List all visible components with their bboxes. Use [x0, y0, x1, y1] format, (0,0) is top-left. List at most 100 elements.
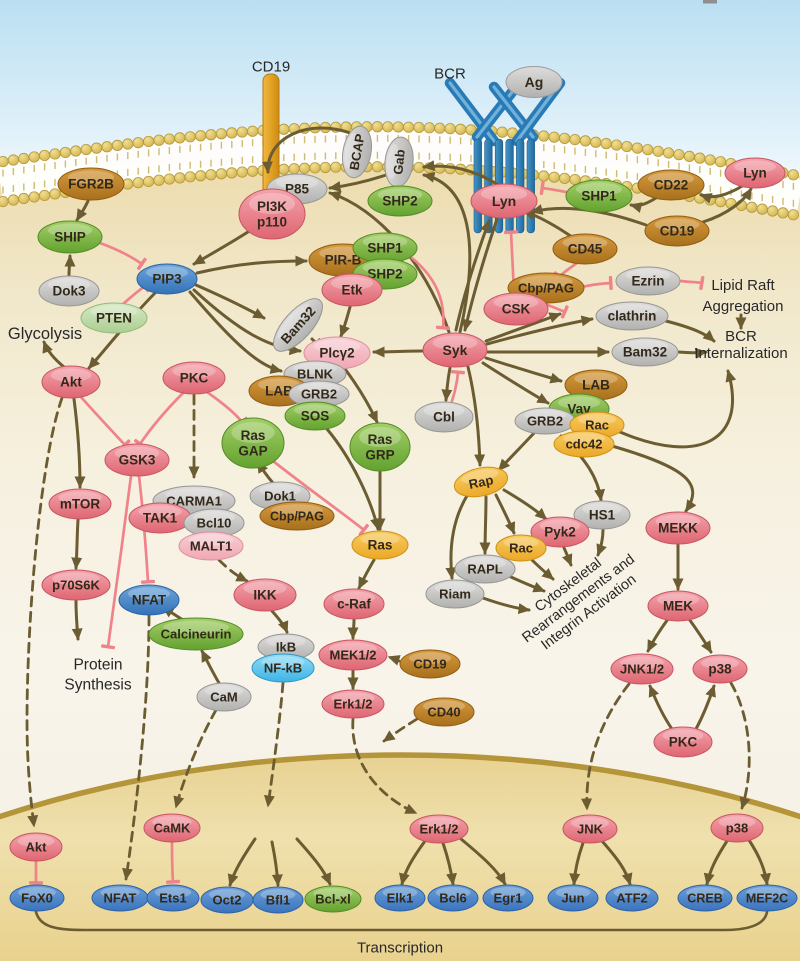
node-cdc42[interactable]: cdc42 — [553, 430, 615, 458]
node-clathrin[interactable]: clathrin — [595, 301, 669, 331]
node-p70s6k[interactable]: p70S6K — [41, 569, 111, 601]
node-calcineurin[interactable]: Calcineurin — [148, 617, 244, 651]
node-ikb[interactable]: IkB — [257, 633, 315, 661]
node-grb2-left[interactable]: GRB2 — [288, 380, 350, 408]
node-camk[interactable]: CaMK — [143, 813, 201, 843]
node-oct2[interactable]: Oct2 — [200, 886, 254, 914]
node-sos[interactable]: SOS — [284, 401, 346, 431]
node-hs1[interactable]: HS1 — [573, 500, 631, 530]
node-mekk[interactable]: MEKK — [645, 511, 711, 545]
node-nfat-nuc[interactable]: NFAT — [91, 884, 149, 912]
node-etk[interactable]: Etk — [321, 273, 383, 307]
node-rac-mid[interactable]: Rac — [495, 534, 547, 562]
node-cam[interactable]: CaM — [196, 682, 252, 712]
node-lyn-right[interactable]: Lyn — [724, 157, 786, 189]
node-label-gsk3: GSK3 — [119, 453, 156, 468]
node-akt-nuc[interactable]: Akt — [9, 832, 63, 862]
node-mek12[interactable]: MEK1/2 — [318, 639, 388, 671]
node-bfl1[interactable]: Bfl1 — [252, 886, 304, 914]
node-ras[interactable]: Ras — [351, 530, 409, 560]
node-akt[interactable]: Akt — [41, 365, 101, 399]
edge-ikk-to-ikb — [270, 609, 289, 634]
node-p38-cyto[interactable]: p38 — [692, 654, 748, 684]
node-label-grb2-left: GRB2 — [301, 387, 337, 402]
node-cd22[interactable]: CD22 — [637, 169, 705, 201]
node-label-ras: Ras — [368, 538, 393, 553]
node-bcl6[interactable]: Bcl6 — [427, 884, 479, 912]
edge-etk-to-plcg2 — [339, 305, 352, 338]
node-csk[interactable]: CSK — [483, 292, 549, 326]
node-label-tak1: TAK1 — [143, 511, 178, 526]
node-erk12-cyto[interactable]: Erk1/2 — [321, 689, 385, 719]
node-jnk12[interactable]: JNK1/2 — [610, 653, 674, 685]
node-jun[interactable]: Jun — [547, 884, 599, 912]
node-label-shp2-mid: SHP2 — [367, 267, 402, 282]
node-pkc[interactable]: PKC — [162, 361, 226, 395]
node-nfkb-cyto[interactable]: NF-kB — [251, 653, 315, 683]
node-cbppag-mid[interactable]: Cbp/PAG — [259, 501, 335, 531]
node-jnk-nuc[interactable]: JNK — [562, 814, 618, 844]
node-erk12-nuc[interactable]: Erk1/2 — [409, 814, 469, 844]
node-fox0[interactable]: FoX0 — [9, 884, 65, 912]
node-bam32-right[interactable]: Bam32 — [611, 337, 679, 367]
node-cd45[interactable]: CD45 — [552, 233, 618, 265]
node-atf2[interactable]: ATF2 — [605, 884, 659, 912]
node-fgr2b[interactable]: FGR2B — [57, 167, 125, 201]
node-pkc-right[interactable]: PKC — [653, 726, 713, 758]
node-cd40[interactable]: CD40 — [413, 697, 475, 727]
node-creb[interactable]: CREB — [677, 884, 733, 912]
node-rap[interactable]: Rap — [452, 463, 511, 502]
node-p38-nuc[interactable]: p38 — [710, 813, 764, 843]
node-pten[interactable]: PTEN — [80, 302, 148, 334]
node-label-calcineurin: Calcineurin — [161, 627, 232, 642]
node-grb2-right[interactable]: GRB2 — [514, 407, 576, 435]
node-mtor[interactable]: mTOR — [48, 488, 112, 520]
node-pip3[interactable]: PIP3 — [136, 263, 198, 295]
node-ship[interactable]: SHIP — [37, 220, 103, 254]
node-tak1[interactable]: TAK1 — [128, 502, 192, 534]
edge-mek-to-jnk12 — [646, 617, 670, 653]
node-label-sos: SOS — [301, 409, 330, 424]
node-shp2-top[interactable]: SHP2 — [367, 185, 433, 217]
antigen[interactable]: Ag — [505, 66, 563, 98]
edge-pkc-to-p38 — [694, 684, 716, 731]
edge-p38-to-p38-nucleus — [729, 681, 751, 810]
node-ets1[interactable]: Ets1 — [146, 884, 200, 912]
node-label-lyn-right: Lyn — [743, 166, 767, 181]
node-label-shp1-mid: SHP1 — [367, 241, 403, 256]
node-cbl[interactable]: Cbl — [414, 401, 474, 433]
node-riam[interactable]: Riam — [425, 579, 485, 609]
node-elk1[interactable]: Elk1 — [374, 884, 426, 912]
node-bcap[interactable]: BCAP — [339, 124, 376, 180]
node-mef2c[interactable]: MEF2C — [736, 884, 798, 912]
node-nfat-cyto[interactable]: NFAT — [118, 584, 180, 616]
node-cd19-mid[interactable]: CD19 — [399, 649, 461, 679]
edge-cdc42-to-mekk — [610, 444, 697, 513]
node-cd19-right[interactable]: CD19 — [644, 215, 710, 247]
node-shp1-top[interactable]: SHP1 — [565, 179, 633, 213]
edge-bam32-to-internalization — [676, 347, 708, 359]
node-egr1[interactable]: Egr1 — [482, 884, 534, 912]
node-gab[interactable]: Gab — [382, 136, 415, 189]
node-syk[interactable]: Syk — [422, 332, 488, 368]
node-rapl[interactable]: RAPL — [454, 554, 516, 584]
edge-akt-to-glycolysis — [42, 340, 66, 369]
node-craf[interactable]: c-Raf — [323, 588, 385, 620]
node-bclxl[interactable]: Bcl-xl — [304, 885, 362, 913]
node-shp1-mid[interactable]: SHP1 — [352, 232, 418, 264]
node-label-ikb: IkB — [276, 640, 296, 655]
node-gsk3[interactable]: GSK3 — [104, 443, 170, 477]
node-mek[interactable]: MEK — [647, 590, 709, 622]
node-dok3[interactable]: Dok3 — [38, 275, 100, 307]
node-ezrin[interactable]: Ezrin — [615, 266, 681, 296]
node-ikk[interactable]: IKK — [233, 578, 297, 612]
node-malt1[interactable]: MALT1 — [178, 531, 244, 561]
node-label-rac-mid: Rac — [509, 541, 533, 556]
node-pyk2[interactable]: Pyk2 — [530, 516, 590, 548]
node-lyn[interactable]: Lyn — [470, 183, 538, 219]
